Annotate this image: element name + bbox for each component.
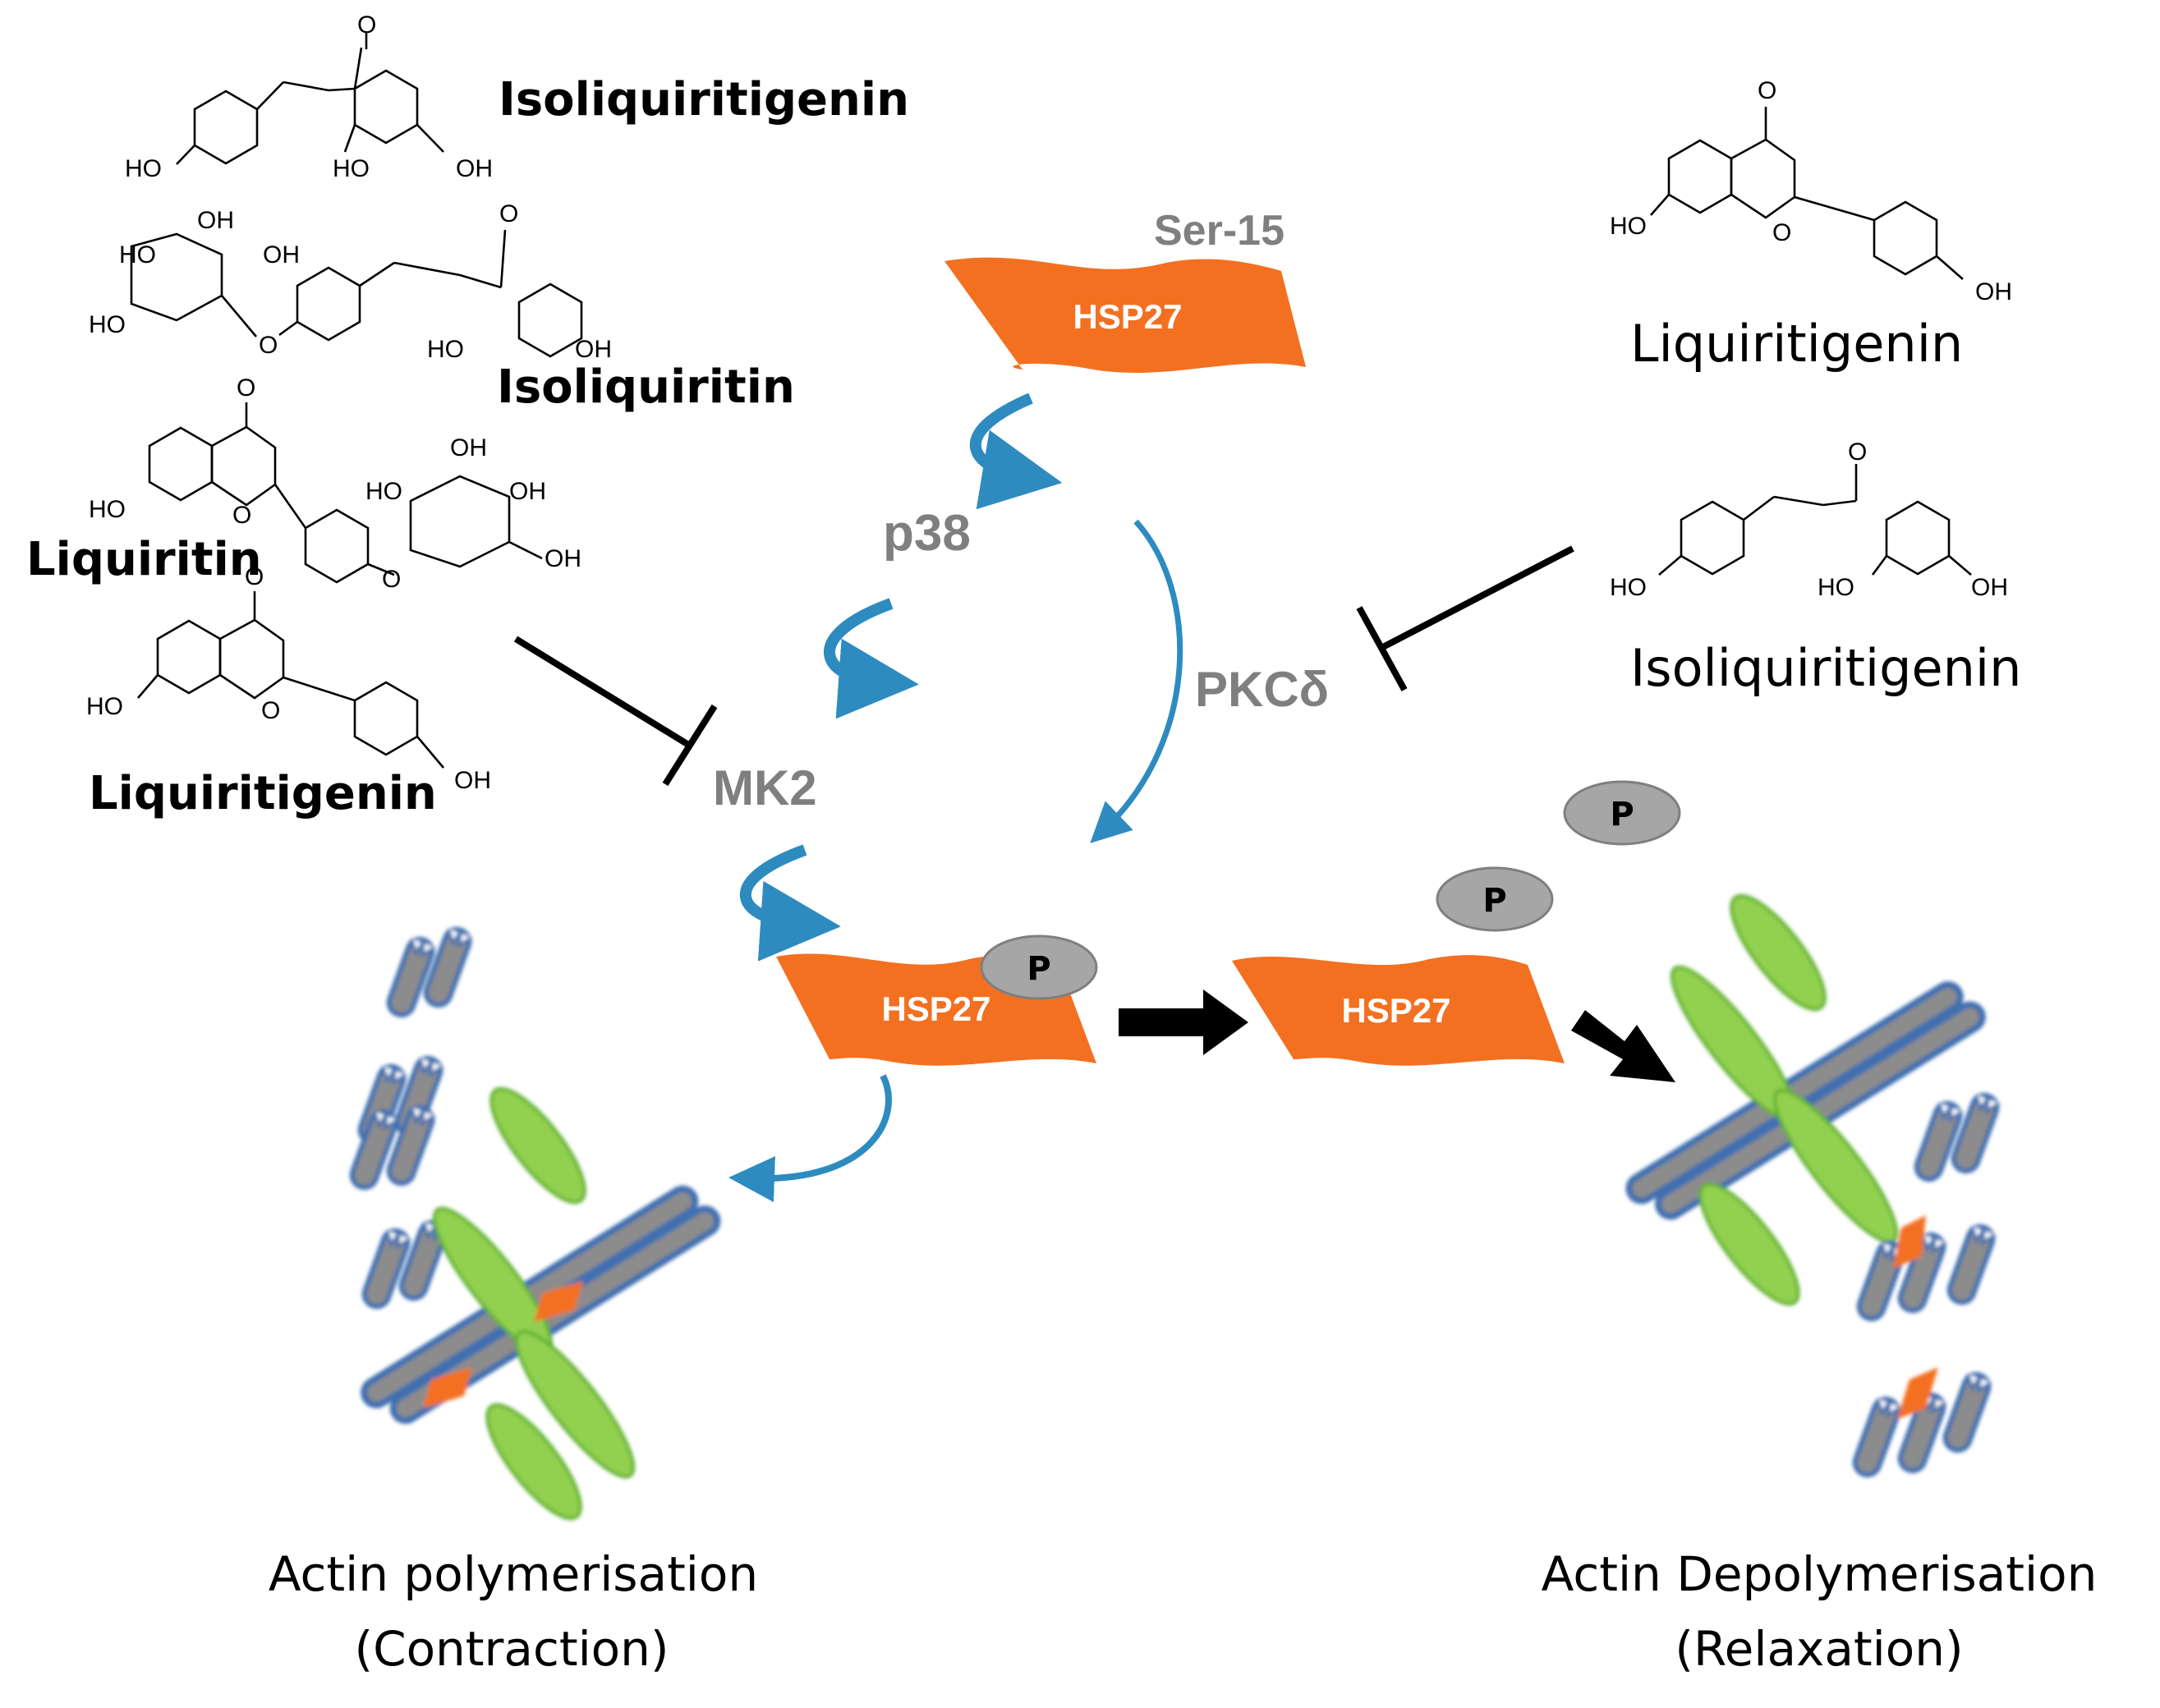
hsp27-top: HSP27 xyxy=(944,257,1306,373)
atom-o: O xyxy=(1772,219,1791,246)
liquiritigenin-right-structure: O HO O OH xyxy=(1610,77,2012,305)
arrow-to-relaxation xyxy=(1571,1010,1675,1082)
phospho-label: P xyxy=(1482,882,1506,920)
actin-depolymerised-cluster xyxy=(1625,893,2001,1478)
atom-o: O xyxy=(499,200,518,227)
hsp27-top-label: HSP27 xyxy=(1073,297,1182,336)
isoliquiritin-structure: OH HO OH HO O O HO OH xyxy=(89,200,612,363)
phospho-group-2: P xyxy=(1436,866,1554,932)
liquiritigenin-left-label: Liquiritigenin xyxy=(89,767,437,820)
atom-ho: HO xyxy=(89,311,126,338)
isoliquiritigenin-right-structure: O HO HO OH xyxy=(1610,438,2008,601)
outcome-left-line2: (Contraction) xyxy=(354,1621,669,1677)
atom-ho: HO xyxy=(333,155,370,182)
inhibition-left-to-mk2 xyxy=(513,636,718,787)
atom-o: O xyxy=(232,502,251,529)
atom-oh: OH xyxy=(509,478,546,505)
atom-ho: HO xyxy=(1818,574,1854,601)
atom-o: O xyxy=(1758,77,1776,104)
hsp27-free-label: HSP27 xyxy=(1341,991,1450,1030)
atom-ho: HO xyxy=(427,336,464,363)
outcome-left-line1: Actin polymerisation xyxy=(269,1546,758,1602)
hsp27-phosphorylated-label: HSP27 xyxy=(881,989,990,1028)
phospho-label: P xyxy=(1610,796,1634,833)
ser15-label: Ser-15 xyxy=(1154,207,1285,255)
atom-ho: HO xyxy=(1610,213,1647,240)
atom-ho: HO xyxy=(86,693,123,720)
atom-oh: OH xyxy=(450,434,487,461)
atom-oh: OH xyxy=(545,545,581,572)
isoliquiritin-label: Isoliquiritin xyxy=(497,360,795,414)
outcome-right-line2: (Relaxation) xyxy=(1675,1621,1963,1677)
atom-ho: HO xyxy=(119,241,156,269)
isoliquiritigenin-top-left-label: Isoliquiritigenin xyxy=(499,73,909,126)
atom-oh: OH xyxy=(1971,574,2008,601)
atom-o: O xyxy=(357,11,376,39)
atom-oh: OH xyxy=(454,767,491,794)
atom-ho: HO xyxy=(365,478,402,505)
curl-arrow-top xyxy=(969,393,1063,510)
atom-o: O xyxy=(245,563,264,590)
inhibition-right-to-pkc xyxy=(1356,545,1574,691)
atom-oh: OH xyxy=(456,155,493,182)
actin-polymerised-cluster xyxy=(348,926,721,1521)
atom-ho: HO xyxy=(89,496,126,523)
atom-o: O xyxy=(237,374,255,402)
phospho-label: P xyxy=(1027,950,1050,988)
arrow-to-contraction xyxy=(728,1074,892,1202)
outcome-right-line1: Actin Depolymerisation xyxy=(1542,1546,2098,1602)
atom-ho: HO xyxy=(1610,574,1647,601)
pkc-label: PKCδ xyxy=(1195,662,1329,717)
liquiritin-label: Liquiritin xyxy=(26,533,262,586)
atom-oh: OH xyxy=(575,336,612,363)
phospho-group-1: P xyxy=(980,934,1098,1000)
atom-ho: HO xyxy=(125,155,162,182)
liquiritigenin-right-label: Liquiritigenin xyxy=(1630,314,1963,374)
mk2-label: MK2 xyxy=(713,760,817,815)
atom-oh: OH xyxy=(1975,278,2012,305)
liquiritin-structure: O HO O OH HO OH O OH xyxy=(89,374,581,593)
hsp27-free: HSP27 xyxy=(1232,955,1565,1066)
atom-oh: OH xyxy=(197,207,234,234)
arrow-dephosphorylation xyxy=(1119,989,1248,1055)
isoliquiritigenin-right-label: Isoliquiritigenin xyxy=(1630,638,2021,698)
atom-o: O xyxy=(259,332,278,359)
curl-arrow-bottom xyxy=(740,844,841,962)
liquiritigenin-left-structure: O HO O OH xyxy=(86,563,491,794)
phospho-group-3: P xyxy=(1563,780,1681,846)
atom-o: O xyxy=(1848,438,1867,466)
atom-oh: OH xyxy=(263,241,300,269)
pkc-arrow xyxy=(1090,519,1183,843)
atom-o: O xyxy=(382,566,401,593)
curl-arrow-middle xyxy=(824,598,919,719)
p38-label: p38 xyxy=(883,505,971,562)
atom-o: O xyxy=(261,697,280,724)
isoliquiritigenin-top-left-structure: O HO HO OH xyxy=(125,11,493,182)
